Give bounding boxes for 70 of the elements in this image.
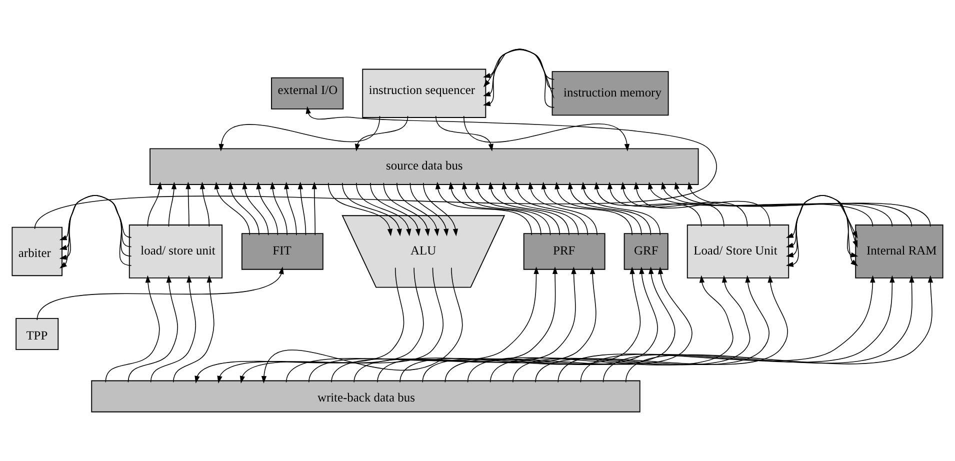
arrow <box>128 275 178 383</box>
arrow <box>228 182 260 236</box>
node-box: FIT <box>241 233 324 270</box>
arrow <box>634 182 770 227</box>
arrow <box>328 182 393 236</box>
arrow <box>475 182 560 236</box>
arrow <box>218 116 380 152</box>
arrow <box>105 275 160 383</box>
arrow <box>448 182 542 236</box>
arrow <box>607 182 724 227</box>
node-box: load/ store unit <box>128 224 223 278</box>
arrow <box>514 182 588 236</box>
arrow <box>150 275 196 383</box>
arrow <box>396 182 440 236</box>
arrow <box>502 182 579 236</box>
arrow <box>147 182 162 227</box>
arrow <box>242 182 269 236</box>
arrow <box>284 182 297 236</box>
node-box: external I/O <box>271 77 344 110</box>
node-box: source data bus <box>150 148 699 185</box>
arrow <box>581 182 661 236</box>
arrow <box>261 267 463 384</box>
node-box: Load/ Store Unit <box>686 224 790 278</box>
arrow <box>308 266 558 383</box>
arrow <box>568 182 652 236</box>
arrow <box>240 267 444 384</box>
arrow <box>286 266 539 383</box>
arrow <box>200 182 210 227</box>
arrow <box>528 182 598 236</box>
arrow <box>217 267 424 384</box>
arrow <box>186 182 191 227</box>
arrow <box>482 48 555 108</box>
arrow <box>410 182 449 236</box>
arrow <box>312 182 317 236</box>
arrow <box>270 182 288 236</box>
node-box: Internal RAM <box>855 224 944 278</box>
arrow <box>214 182 250 236</box>
arrow <box>435 116 494 152</box>
arrow <box>331 266 576 383</box>
arrow <box>482 49 555 80</box>
arrow <box>541 182 632 236</box>
arrow <box>194 267 404 384</box>
node-box: write-back data bus <box>91 380 640 412</box>
arrow <box>173 275 214 383</box>
arrow <box>298 182 306 236</box>
arrow <box>354 116 408 152</box>
arrow <box>354 266 596 383</box>
node-box: instruction sequencer <box>362 68 486 118</box>
arrow <box>463 116 630 152</box>
arrow <box>168 182 177 227</box>
arrow <box>488 182 570 236</box>
arrow <box>422 182 458 236</box>
arrow <box>383 182 430 236</box>
arrow <box>370 182 421 236</box>
arrow <box>594 182 702 227</box>
node-box: TPP <box>16 318 59 350</box>
arrow <box>554 182 642 236</box>
arrow <box>435 182 532 236</box>
node-box: arbiter <box>12 226 62 276</box>
node-box: GRF <box>624 233 668 270</box>
arrow <box>620 182 748 227</box>
arrow <box>483 48 555 98</box>
arrow <box>36 266 284 320</box>
arrow <box>483 48 555 90</box>
arrow <box>356 182 412 236</box>
arrow <box>256 182 278 236</box>
node-box: PRF <box>523 233 606 270</box>
arrow <box>462 182 551 236</box>
node-box: instruction memory <box>552 71 669 116</box>
arrow <box>342 182 402 236</box>
